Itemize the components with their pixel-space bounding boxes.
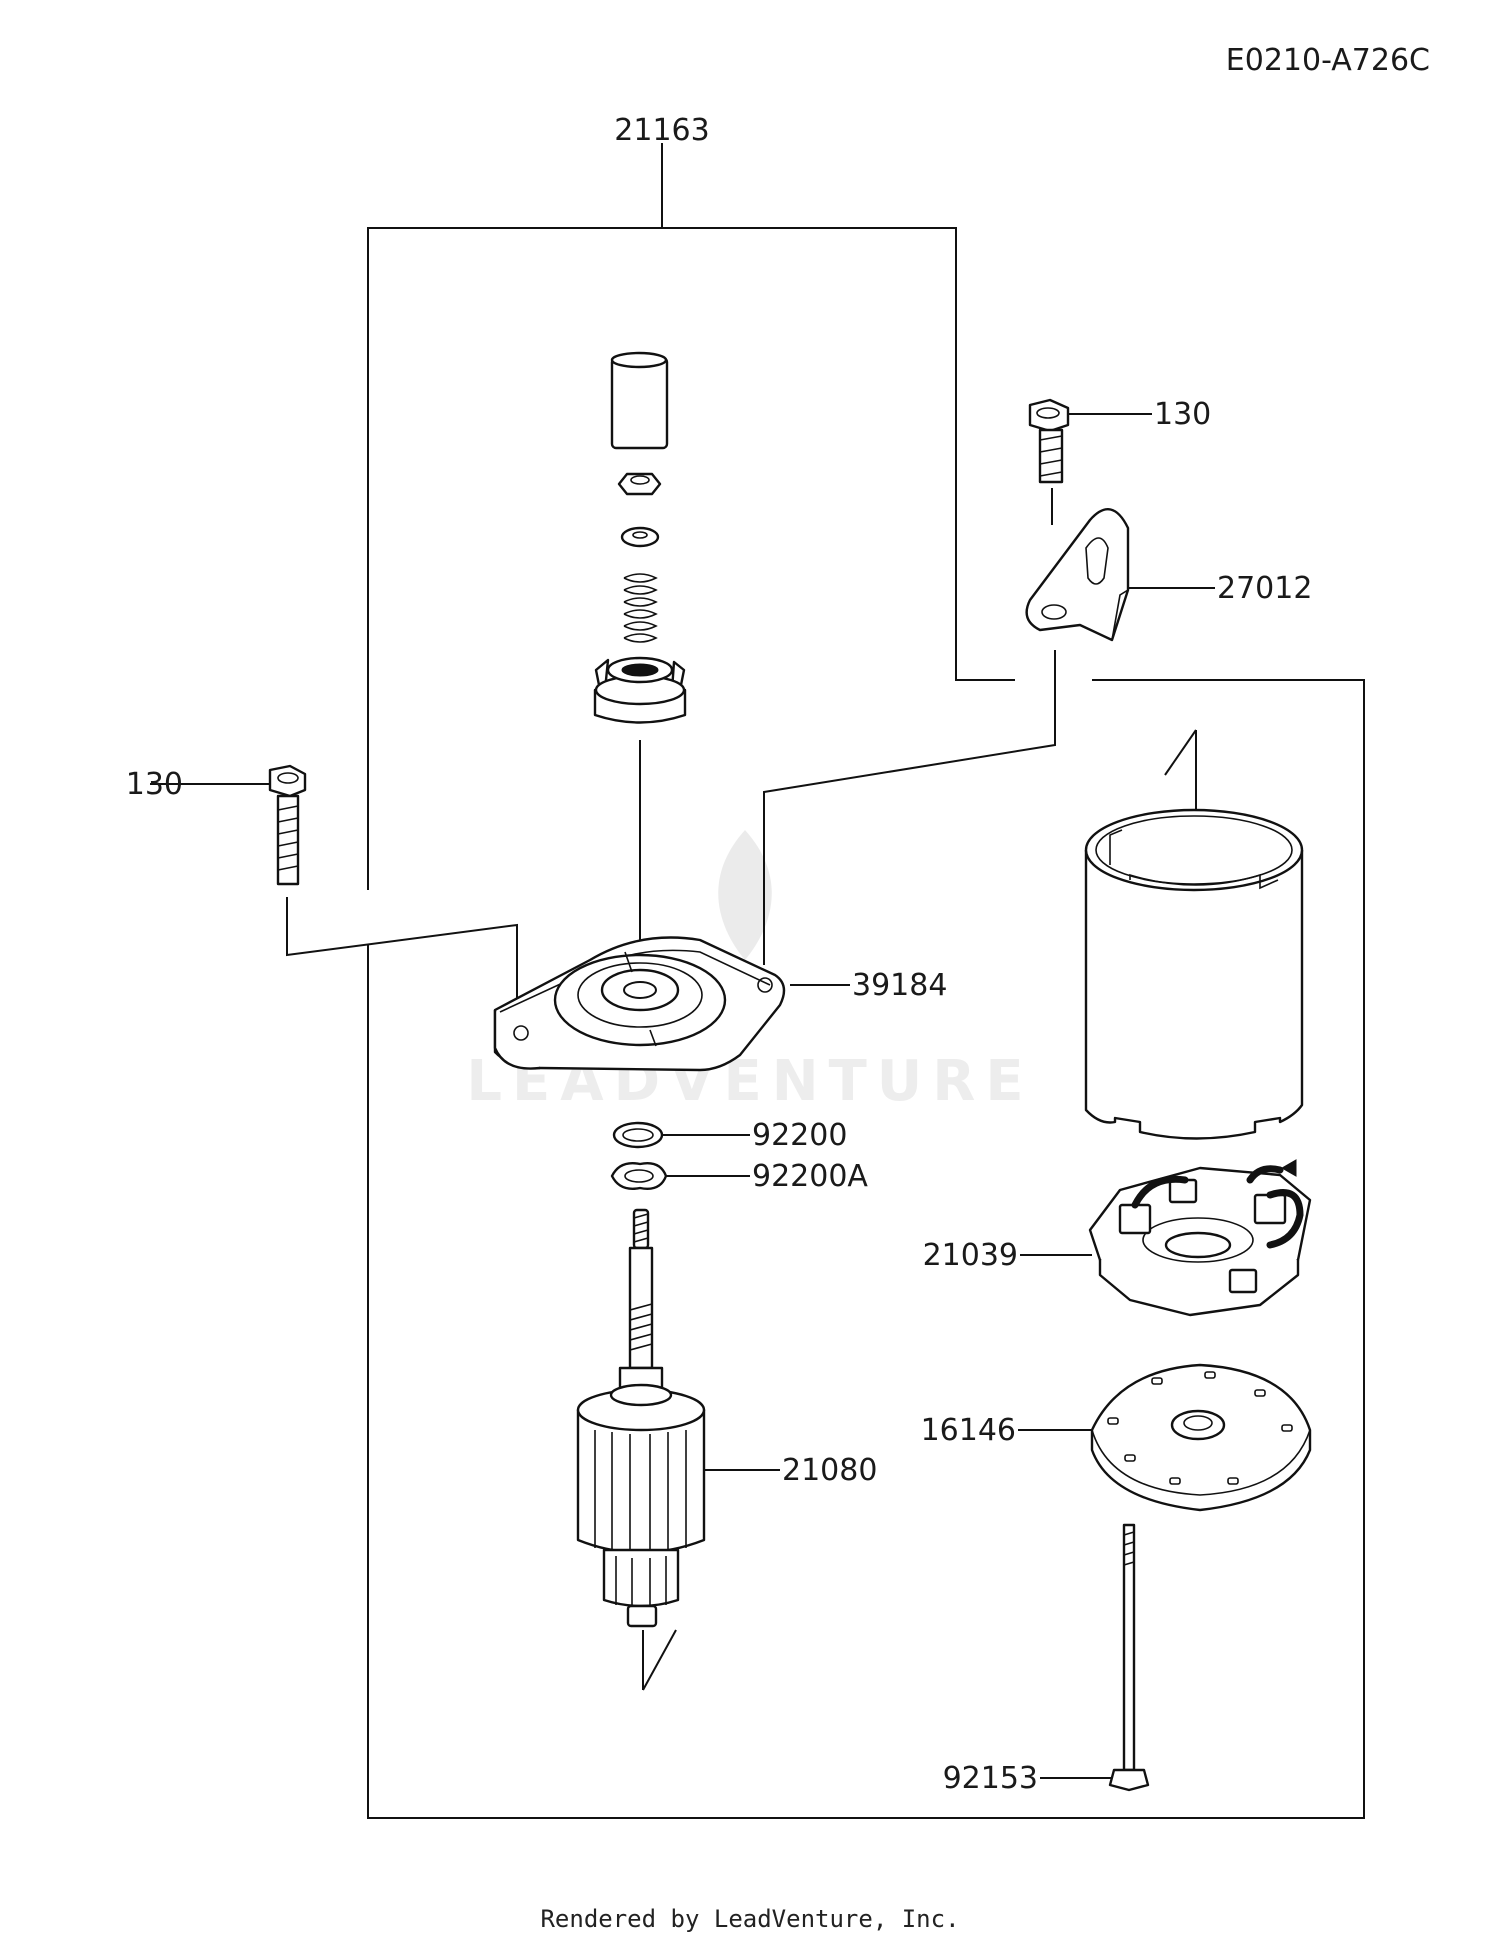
bolt-left[interactable] [268, 764, 307, 886]
callout-16146[interactable]: 16146 [921, 1413, 1016, 1448]
small-washer[interactable] [620, 526, 660, 548]
callout-92200A[interactable]: 92200A [752, 1159, 868, 1194]
callout-130-right[interactable]: 130 [1154, 397, 1211, 432]
wave-washer-92200A[interactable] [610, 1162, 668, 1190]
axis-break-lower [642, 1629, 677, 1691]
watermark-flame-icon [718, 830, 772, 960]
callout-92200[interactable]: 92200 [752, 1118, 847, 1153]
armature[interactable] [576, 1208, 706, 1628]
pinion-gear[interactable] [593, 656, 687, 724]
callout-27012[interactable]: 27012 [1217, 571, 1312, 606]
assembly-outline [367, 143, 1365, 1819]
mounting-bracket[interactable] [1025, 508, 1130, 642]
end-plate[interactable] [1090, 1363, 1312, 1512]
callout-39184[interactable]: 39184 [852, 968, 947, 1003]
bolt-right[interactable] [1028, 398, 1070, 484]
front-cover-housing[interactable] [493, 936, 786, 1072]
callout-92153[interactable]: 92153 [943, 1761, 1038, 1796]
brush-holder[interactable] [1088, 1159, 1312, 1317]
callout-21080[interactable]: 21080 [782, 1453, 877, 1488]
callout-21163[interactable]: 21163 [614, 113, 709, 148]
through-bolt[interactable] [1108, 1523, 1150, 1792]
diagram-code: E0210-A726C [1226, 43, 1430, 78]
washer-92200[interactable] [612, 1121, 664, 1149]
callout-130-left[interactable]: 130 [126, 767, 183, 802]
footer-credit: Rendered by LeadVenture, Inc. [540, 1905, 960, 1933]
pinion-spring[interactable] [623, 573, 658, 643]
yoke-housing[interactable] [1084, 808, 1304, 1140]
pinion-stop-collar[interactable] [610, 351, 669, 450]
callout-21039[interactable]: 21039 [923, 1238, 1018, 1273]
hex-nut[interactable] [617, 472, 662, 496]
